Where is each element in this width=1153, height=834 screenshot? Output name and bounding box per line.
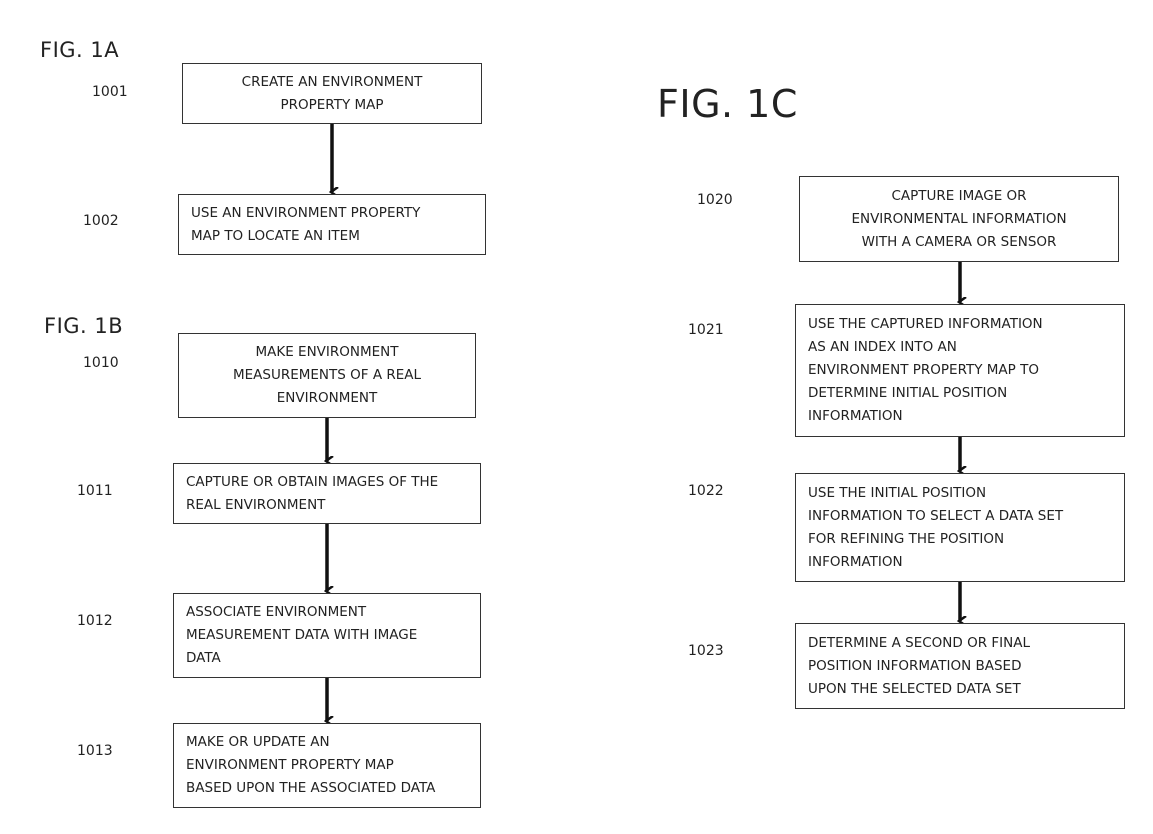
step-line: ENVIRONMENT PROPERTY MAP <box>186 757 394 773</box>
step-line: CREATE AN ENVIRONMENT <box>241 73 423 90</box>
step-line: INFORMATION <box>808 553 903 570</box>
step-line: INFORMATION <box>808 408 903 424</box>
step-line: ENVIRONMENT PROPERTY MAP TO <box>808 362 1039 378</box>
step-1023-box: DETERMINE A SECOND OR FINAL POSITION INF… <box>795 623 1125 709</box>
ref-1011: 1011 <box>77 483 113 499</box>
ref-1021: 1021 <box>688 322 724 338</box>
step-line: DETERMINE INITIAL POSITION <box>808 385 1008 401</box>
ref-1010: 1010 <box>83 355 119 371</box>
step-line: ENVIRONMENT <box>276 390 378 406</box>
step-line: REAL ENVIRONMENT <box>186 496 326 513</box>
step-1020-box: CAPTURE IMAGE OR ENVIRONMENTAL INFORMATI… <box>799 176 1119 262</box>
step-1013-box: MAKE OR UPDATE AN ENVIRONMENT PROPERTY M… <box>173 723 481 808</box>
ref-1002: 1002 <box>83 213 119 229</box>
step-1022-box: USE THE INITIAL POSITION INFORMATION TO … <box>795 473 1125 582</box>
step-line: DATA <box>186 650 221 666</box>
step-line: MAKE ENVIRONMENT <box>255 344 399 360</box>
step-line: FOR REFINING THE POSITION <box>808 530 1005 547</box>
step-line: USE AN ENVIRONMENT PROPERTY <box>191 204 421 221</box>
ref-1013: 1013 <box>77 743 113 759</box>
step-1010-box: MAKE ENVIRONMENT MEASUREMENTS OF A REAL … <box>178 333 476 418</box>
step-line: USE THE CAPTURED INFORMATION <box>808 316 1043 332</box>
step-line: ASSOCIATE ENVIRONMENT <box>186 604 367 620</box>
fig-1a-title: FIG. 1A <box>40 38 120 62</box>
step-line: INFORMATION TO SELECT A DATA SET <box>808 507 1064 524</box>
step-line: AS AN INDEX INTO AN <box>808 339 957 355</box>
step-line: ENVIRONMENTAL INFORMATION <box>851 210 1067 227</box>
step-line: CAPTURE IMAGE OR <box>891 187 1027 204</box>
step-line: WITH A CAMERA OR SENSOR <box>861 233 1057 250</box>
step-1012-box: ASSOCIATE ENVIRONMENT MEASUREMENT DATA W… <box>173 593 481 678</box>
step-line: BASED UPON THE ASSOCIATED DATA <box>186 780 436 796</box>
step-line: CAPTURE OR OBTAIN IMAGES OF THE <box>186 473 439 490</box>
step-line: MEASUREMENT DATA WITH IMAGE <box>186 627 418 643</box>
ref-1012: 1012 <box>77 613 113 629</box>
step-1011-box: CAPTURE OR OBTAIN IMAGES OF THE REAL ENV… <box>173 463 481 524</box>
step-line: MAKE OR UPDATE AN <box>186 734 330 750</box>
step-line: POSITION INFORMATION BASED <box>808 657 1022 674</box>
step-line: UPON THE SELECTED DATA SET <box>808 680 1021 697</box>
step-line: DETERMINE A SECOND OR FINAL <box>808 634 1030 651</box>
step-line: MEASUREMENTS OF A REAL <box>232 367 422 383</box>
step-line: USE THE INITIAL POSITION <box>808 484 987 501</box>
fig-1b-title: FIG. 1B <box>44 314 124 338</box>
ref-1001: 1001 <box>92 84 128 100</box>
step-1021-box: USE THE CAPTURED INFORMATION AS AN INDEX… <box>795 304 1125 437</box>
step-line: PROPERTY MAP <box>280 96 384 113</box>
ref-1020: 1020 <box>697 192 733 208</box>
fig-1c-title: FIG. 1C <box>657 82 798 126</box>
step-1001-box: CREATE AN ENVIRONMENT PROPERTY MAP <box>182 63 482 124</box>
ref-1023: 1023 <box>688 643 724 659</box>
ref-1022: 1022 <box>688 483 724 499</box>
step-1002-box: USE AN ENVIRONMENT PROPERTY MAP TO LOCAT… <box>178 194 486 255</box>
step-line: MAP TO LOCATE AN ITEM <box>191 227 360 244</box>
